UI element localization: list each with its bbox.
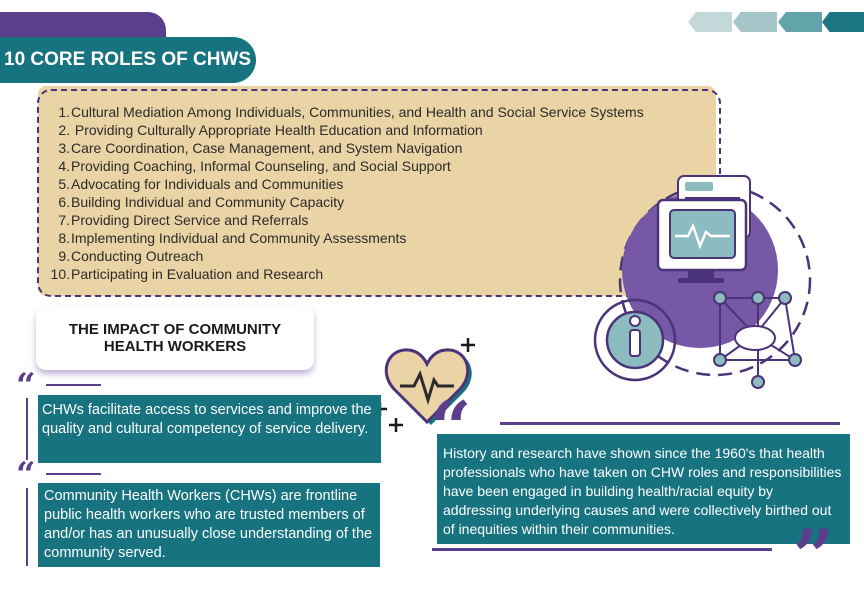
quote-open-icon: “ xyxy=(16,366,36,406)
header-title-bar: 10 CORE ROLES OF CHWS xyxy=(0,37,256,83)
monitor-health-icon xyxy=(656,198,748,283)
quote-bar xyxy=(26,488,28,566)
quote-text: Community Health Workers (CHWs) are fron… xyxy=(44,488,373,561)
quote-text: History and research have shown since th… xyxy=(443,445,842,537)
quote-open-icon: “ xyxy=(16,455,36,495)
chevron-decoration-1 xyxy=(688,12,732,32)
quote-bar xyxy=(26,398,28,460)
chevron-decoration-2 xyxy=(733,12,777,32)
gear-info-icon xyxy=(593,298,677,382)
list-item: 2. Providing Culturally Appropriate Heal… xyxy=(58,122,483,138)
chevron-decoration-3 xyxy=(778,12,822,32)
chevron-decoration-4 xyxy=(822,12,864,32)
quote-rule xyxy=(500,422,840,425)
heart-pulse-icon xyxy=(384,338,475,425)
impact-title: THE IMPACT OF COMMUNITY HEALTH WORKERS xyxy=(68,321,282,355)
impact-title-box: THE IMPACT OF COMMUNITY HEALTH WORKERS xyxy=(36,306,314,370)
quote-box-definition: Community Health Workers (CHWs) are fron… xyxy=(38,483,380,567)
roles-list: 1.Cultural Mediation Among Individuals, … xyxy=(50,103,644,283)
quote-rule xyxy=(46,473,101,475)
list-item: 8.Implementing Individual and Community … xyxy=(58,230,407,246)
health-tech-illustration xyxy=(593,175,812,389)
plus-icon xyxy=(461,338,475,352)
cloud-network-icon xyxy=(713,291,802,389)
quote-box-history: History and research have shown since th… xyxy=(437,434,850,544)
list-item: 9.Conducting Outreach xyxy=(58,248,204,264)
quote-text: CHWs facilitate access to services and i… xyxy=(42,402,372,437)
quote-rule xyxy=(432,548,772,551)
list-item: 5.Advocating for Individuals and Communi… xyxy=(58,176,344,192)
list-item: 1.Cultural Mediation Among Individuals, … xyxy=(58,104,644,120)
list-item: 7.Providing Direct Service and Referrals xyxy=(58,212,309,228)
quote-box-access: CHWs facilitate access to services and i… xyxy=(38,395,381,463)
page-title: 10 CORE ROLES OF CHWS xyxy=(4,49,252,70)
list-item: 4.Providing Coaching, Informal Counselin… xyxy=(58,158,451,174)
list-item: 10.Participating in Evaluation and Resea… xyxy=(50,266,324,282)
quote-rule xyxy=(46,384,101,386)
roles-panel xyxy=(38,86,716,296)
list-item: 6.Building Individual and Community Capa… xyxy=(58,194,345,210)
quote-close-icon: ” xyxy=(793,513,835,598)
list-item: 3.Care Coordination, Case Management, an… xyxy=(58,140,463,156)
